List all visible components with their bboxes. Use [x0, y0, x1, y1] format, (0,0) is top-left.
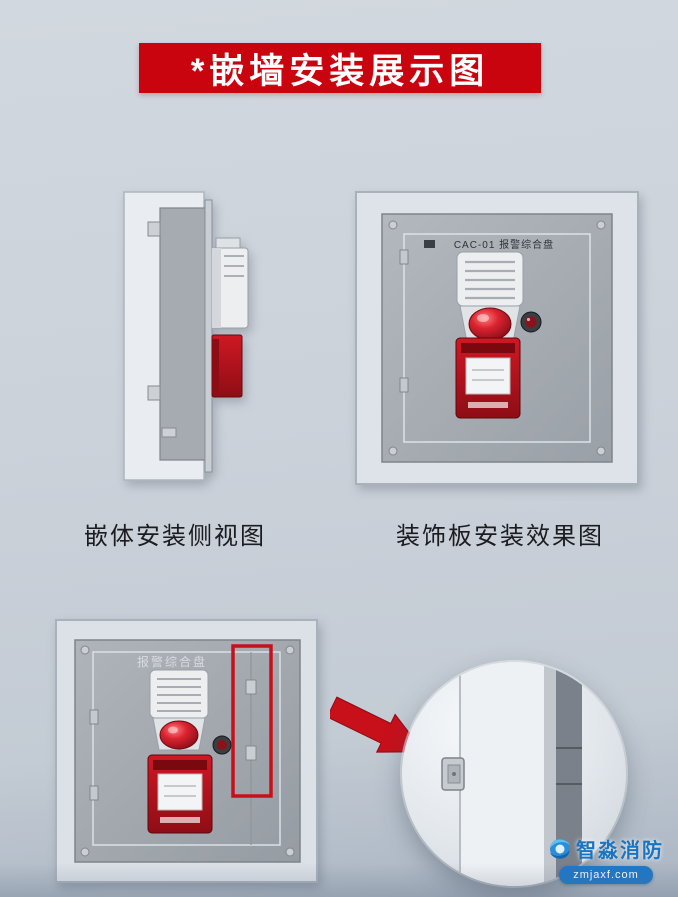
embedded-back-box [159, 207, 206, 461]
hinge-top [89, 709, 99, 725]
panel-inner-frame [403, 233, 591, 443]
spring-clip [441, 757, 465, 791]
call-point-side [211, 334, 243, 398]
watermark-logo-icon [550, 838, 570, 859]
hinge-bottom [89, 785, 99, 801]
hinge-top [399, 249, 409, 265]
sounder-side [211, 237, 249, 329]
sounder-strobe [456, 251, 524, 343]
title-banner: *嵌墙安装展示图 [139, 43, 541, 93]
brand-logo-mark [424, 240, 435, 248]
bottom-front-illustration: 报警综合盘 [55, 619, 318, 883]
side-view-illustration [123, 191, 249, 481]
front-panel-edge [204, 199, 213, 473]
watermark-brand-text: 智淼消防 [576, 840, 664, 862]
watermark: 智淼消防 zmjaxf.com [548, 834, 664, 884]
highlight-rectangle [231, 644, 273, 798]
figure-front-view: CAC-01 报警综合盘 [354, 190, 640, 486]
figure-side-view [112, 186, 262, 486]
seam-clip-top [245, 679, 257, 695]
mounting-clip-bottom [147, 385, 161, 401]
panel-return-edge [544, 662, 556, 886]
bell-button [520, 311, 542, 333]
mounting-foot [161, 427, 177, 438]
panel-screws [80, 645, 295, 857]
zoom-arrow-icon [330, 696, 425, 753]
hinge-bottom [399, 377, 409, 393]
panel-screws [388, 220, 606, 456]
sounder-strobe [149, 669, 209, 751]
manual-call-point [147, 754, 213, 834]
watermark-domain-badge: zmjaxf.com [559, 866, 653, 884]
page-title: *嵌墙安装展示图 [190, 51, 490, 91]
mounting-clip-top [147, 221, 161, 237]
caption-front-view: 装饰板安装效果图 [396, 523, 604, 550]
caption-side-view: 嵌体安装侧视图 [84, 523, 266, 550]
panel-edge-band [460, 662, 544, 886]
panel-inner-frame [92, 651, 281, 846]
bell-button [212, 735, 232, 755]
front-view-illustration: CAC-01 报警综合盘 [355, 191, 639, 485]
manual-call-point [455, 337, 521, 419]
panel-header-label: 报警综合盘 [137, 654, 207, 669]
seam-clip-bottom [245, 745, 257, 761]
watermark-row: 智淼消防 [548, 834, 664, 863]
figure-bottom-front-view: 报警综合盘 [54, 618, 319, 884]
panel-header-label: CAC-01 报警综合盘 [454, 238, 554, 251]
